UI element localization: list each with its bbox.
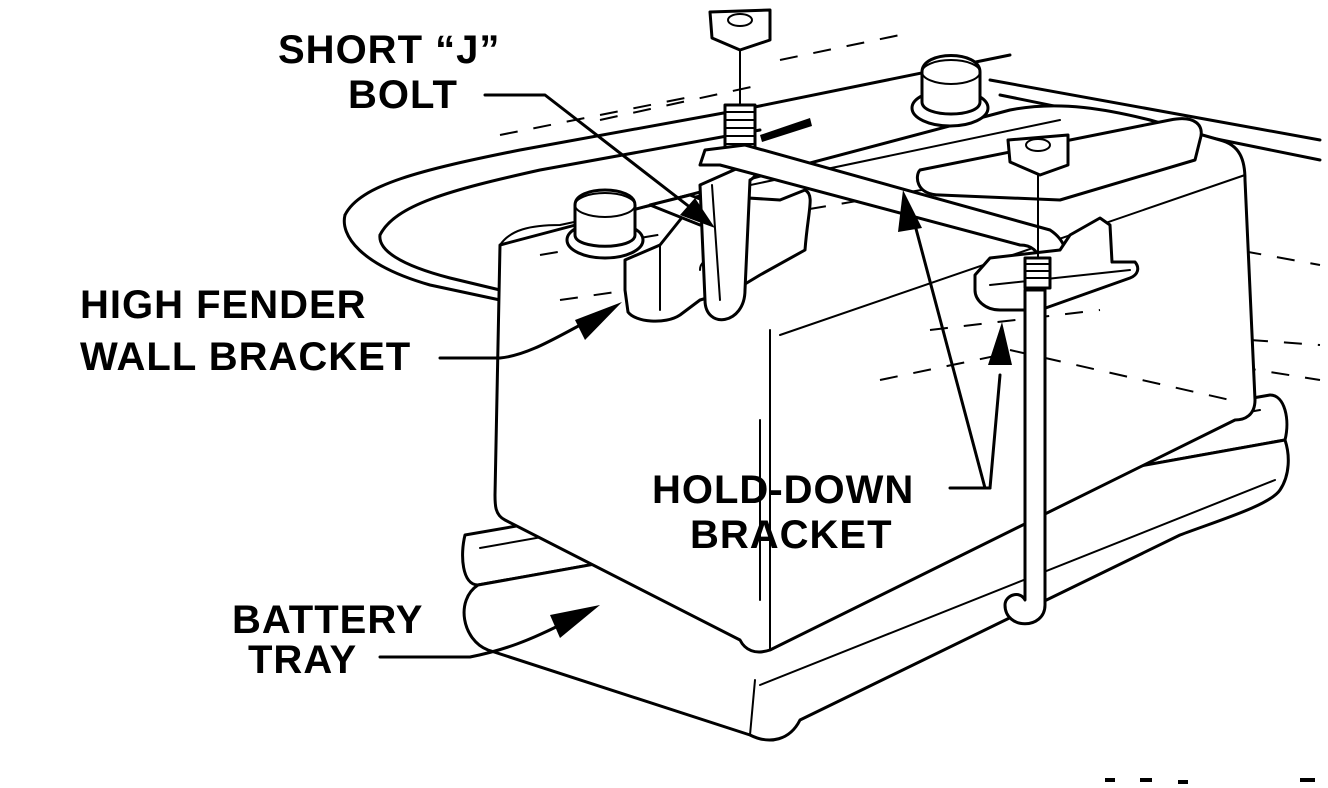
terminal-right bbox=[910, 54, 990, 128]
hold-down-line2: BRACKET bbox=[690, 513, 893, 557]
leader-high-fender-wall-bracket bbox=[438, 302, 622, 360]
leader-short-j-bolt bbox=[483, 93, 715, 228]
short-j-bolt-line1: SHORT “J” bbox=[278, 28, 500, 72]
label-short-j-bolt: SHORT “J” BOLT bbox=[278, 28, 500, 117]
hold-down-line1: HOLD-DOWN bbox=[652, 468, 914, 512]
short-j-bolt bbox=[698, 8, 772, 322]
leader-hold-down-bracket bbox=[898, 190, 1012, 490]
terminal-left bbox=[565, 188, 645, 260]
leader-battery-tray bbox=[378, 605, 600, 659]
scan-speckles bbox=[1105, 778, 1315, 784]
battery-tray-line1: BATTERY bbox=[232, 598, 423, 642]
high-fender-line1: HIGH FENDER bbox=[80, 283, 367, 327]
label-battery-tray: BATTERY TRAY bbox=[232, 598, 423, 682]
label-high-fender-wall-bracket: HIGH FENDER WALL BRACKET bbox=[80, 283, 411, 379]
hold-down-bracket bbox=[973, 133, 1140, 626]
high-fender-line2: WALL BRACKET bbox=[80, 335, 411, 379]
battery-tray-line2: TRAY bbox=[248, 638, 357, 682]
short-j-bolt-line2: BOLT bbox=[348, 73, 458, 117]
label-hold-down-bracket: HOLD-DOWN BRACKET bbox=[652, 468, 914, 557]
